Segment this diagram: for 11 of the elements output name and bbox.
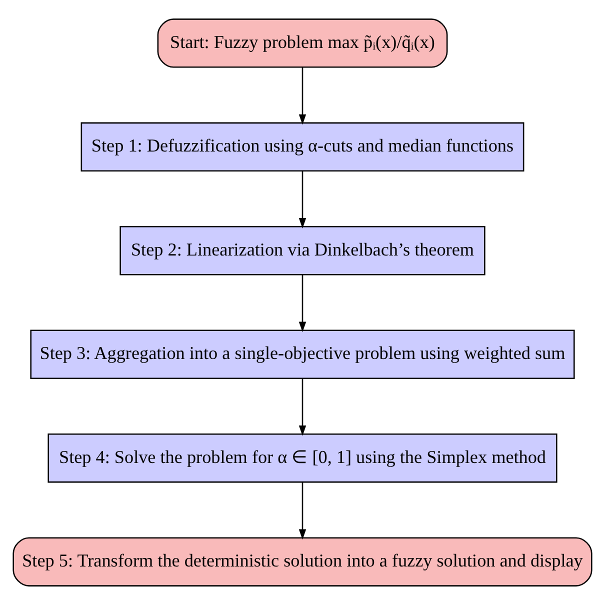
node-box: Step 4: Solve the problem for α ∈ [0, 1] using the Simplex method xyxy=(48,433,558,483)
node-box: Start: Fuzzy problem max p̃ᵢ(x)/q̃ᵢ(x) xyxy=(157,18,448,68)
node-box: Step 5: Transform the deterministic solution into a fuzzy solution and display xyxy=(12,537,592,586)
arrow xyxy=(298,274,306,332)
node-box: Step 2: Linearization via Dinkelbach’s theorem xyxy=(120,226,486,276)
node-box: Step 3: Aggregation into a single-objective problem using weighted sum xyxy=(30,330,575,379)
arrow xyxy=(298,67,306,125)
arrow xyxy=(298,482,306,540)
arrow xyxy=(298,171,306,228)
node-box: Step 1: Defuzzification using α-cuts and median functions xyxy=(80,122,524,172)
arrow xyxy=(298,378,306,436)
